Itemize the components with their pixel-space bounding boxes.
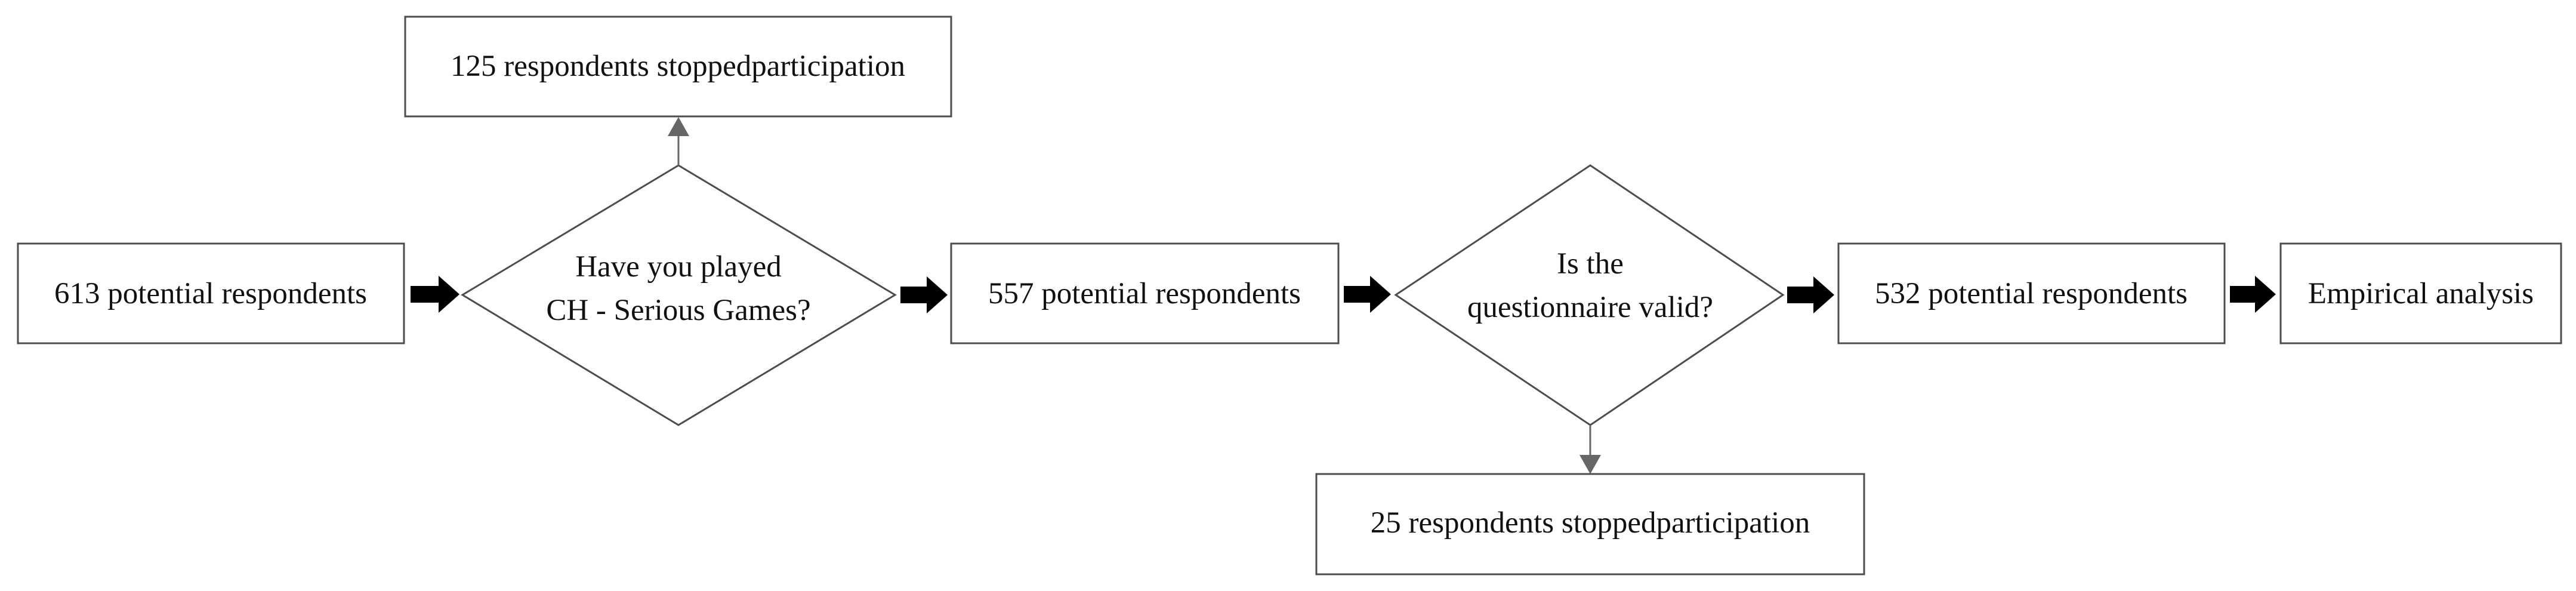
block-arrow-shape <box>411 276 459 313</box>
node-after-valid-box <box>1837 242 2226 344</box>
decision-valid-label-line1: Is the <box>1557 247 1624 281</box>
node-start-label: 613 potential respondents <box>54 277 367 310</box>
block-arrow-shape <box>1344 276 1391 313</box>
node-stopped-top-label: 125 respondents stoppedparticipation <box>451 50 905 83</box>
block-arrow-shape <box>2230 276 2276 313</box>
node-start: 613 potential respondents <box>17 242 405 344</box>
flow-arrow-557-to-decision2 <box>1344 276 1391 313</box>
decision-played-label-line2: CH - Serious Games? <box>546 294 810 327</box>
node-decision-played: Have you played CH - Serious Games? <box>461 164 897 426</box>
block-arrow-shape <box>1787 276 1834 313</box>
node-after-valid: 532 potential respondents <box>1837 242 2226 344</box>
connector-decision1-to-stopped-top <box>668 117 689 165</box>
block-arrow-shape <box>900 276 948 313</box>
decision-played-diamond <box>461 164 897 426</box>
flow-arrow-decision1-to-557 <box>900 276 948 313</box>
node-stopped-top-box <box>404 16 952 118</box>
node-stopped-bottom-box <box>1315 473 1865 575</box>
node-start-box <box>17 242 405 344</box>
decision-played-label-line1: Have you played <box>575 250 782 284</box>
decision-valid-label-line2: questionnaire valid? <box>1467 291 1713 324</box>
node-after-played-box <box>950 242 1340 344</box>
flow-arrow-start-to-decision1 <box>411 276 459 313</box>
node-stopped-bottom-label: 25 respondents stoppedparticipation <box>1371 506 1810 540</box>
flow-arrow-decision2-to-532 <box>1787 276 1834 313</box>
arrow-down-icon <box>1579 455 1601 474</box>
node-decision-valid: Is the questionnaire valid? <box>1394 164 1785 426</box>
arrow-up-icon <box>668 117 689 136</box>
node-stopped-bottom: 25 respondents stoppedparticipation <box>1315 473 1865 575</box>
node-after-played-label: 557 potential respondents <box>988 277 1301 310</box>
node-analysis: Empirical analysis <box>2279 242 2562 344</box>
node-analysis-box <box>2279 242 2562 344</box>
node-after-valid-label: 532 potential respondents <box>1875 277 2188 310</box>
flow-arrow-532-to-analysis <box>2230 276 2276 313</box>
connector-decision2-to-stopped-bottom <box>1579 425 1601 474</box>
node-after-played: 557 potential respondents <box>950 242 1340 344</box>
node-stopped-top: 125 respondents stoppedparticipation <box>404 16 952 118</box>
node-analysis-label: Empirical analysis <box>2308 277 2534 310</box>
